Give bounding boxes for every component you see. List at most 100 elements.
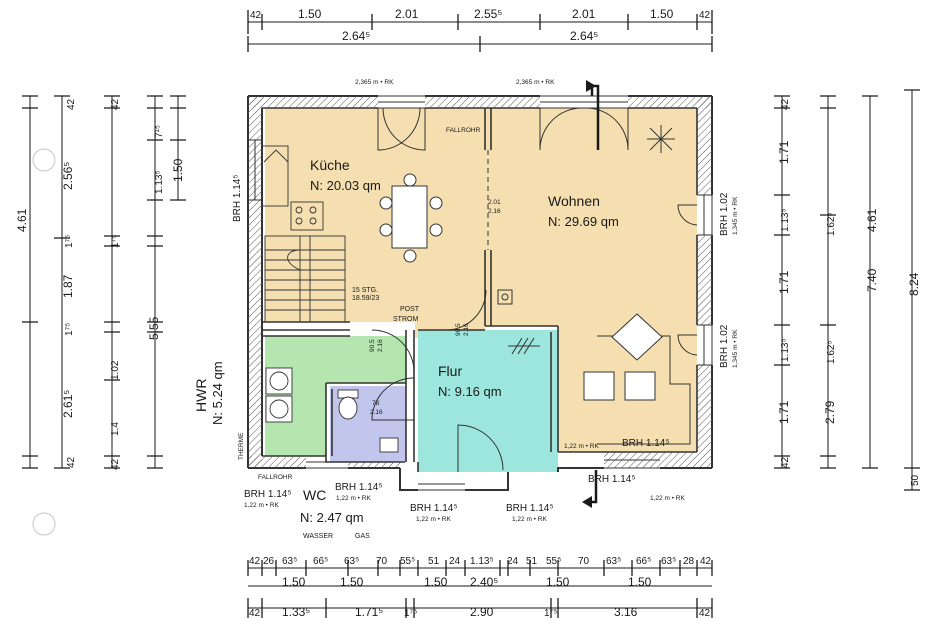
dim-bottom2-6: 1.50 xyxy=(628,575,652,589)
door-kitchen-living-w: 2.01 xyxy=(488,199,501,206)
hwr-fixtures xyxy=(265,367,293,423)
dim-bottom1-3: 63⁵ xyxy=(282,556,297,567)
dim-bottom2-4: 2.40⁵ xyxy=(470,575,498,589)
brh-right-upper: BRH 1.02 xyxy=(719,192,730,236)
brh-left-upper: BRH 1.14⁵ xyxy=(232,175,243,223)
dim-bottom3-3: 1.71⁵ xyxy=(355,605,383,619)
rk-flur-right: 1,22 m • RK xyxy=(512,516,547,523)
dim-left-inner-2: 7¹⁵ xyxy=(154,125,165,138)
brh-bottom-right: BRH 1.14⁵ xyxy=(588,474,636,485)
dim-right-mid-2: 1.62⁵ xyxy=(826,340,837,364)
label-stairs-ratio: 18.59/23 xyxy=(352,295,379,302)
dim-left-mid-5: 1⁷⁵ xyxy=(64,323,75,336)
door-kitchen-hall-h: 2.16 xyxy=(377,339,384,352)
flur-marks xyxy=(508,337,540,355)
dim-left-window: 1.50 xyxy=(171,158,185,182)
dim-bottom3-2: 1.33⁵ xyxy=(282,605,310,619)
dim-left-mid-3: 1⁷⁵ xyxy=(64,235,75,248)
windows xyxy=(248,95,713,491)
dim-top-1: 42 xyxy=(250,10,262,21)
dim-left-mid-7: 42 xyxy=(66,456,77,468)
dim-bottom1-17: 63⁵ xyxy=(661,556,676,567)
dim-bottom1-2: 26 xyxy=(263,556,275,567)
dim-left-outer-2: 5.55 xyxy=(147,316,161,340)
dim-top-6: 1.50 xyxy=(650,7,674,21)
dim-left-inner-1: 42 xyxy=(110,98,121,110)
door-wc-h: 2.16 xyxy=(370,409,383,416)
wc-fixtures xyxy=(337,389,399,453)
rk-flur-left: 1,22 m • RK xyxy=(416,516,451,523)
dim-bottom1-12: 51 xyxy=(526,556,538,567)
rk-right-upper: 1,345 m • RK xyxy=(732,196,739,235)
dim-bottom3-8: 42 xyxy=(699,608,711,619)
dim-bottom1-5: 63⁵ xyxy=(344,556,359,567)
dimension-ticks xyxy=(22,10,920,618)
brh-wc: BRH 1.14⁵ xyxy=(335,482,383,493)
dim-bottom1-13: 55⁵ xyxy=(546,556,561,567)
dimension-lines xyxy=(29,21,913,609)
dim-right-inner-7: 42 xyxy=(780,456,791,468)
brh-right-lower: BRH 1.02 xyxy=(719,324,730,368)
door-hall-stair-w: 90.5 xyxy=(455,323,462,336)
dim-bottom1-15: 63⁵ xyxy=(606,556,621,567)
dim-left-inner-3: 1.13⁵ xyxy=(154,170,165,194)
dim-left-mid-2: 2.56⁵ xyxy=(61,162,75,190)
staircase xyxy=(264,235,346,323)
dim-right-inner-2: 1.71 xyxy=(777,140,791,164)
dim-bottom3-7: 3.16 xyxy=(614,605,638,619)
dim-bottom1-7: 55⁵ xyxy=(400,556,415,567)
dim-bottom2-1: 1.50 xyxy=(282,575,306,589)
dim-right-outer-2: 7.40 xyxy=(865,268,879,292)
dim-bottom1-16: 66⁵ xyxy=(636,556,651,567)
dim-bottom1-18: 28 xyxy=(683,556,695,567)
dim-bottom1-10: 1.13⁵ xyxy=(470,556,494,567)
hwr-fill xyxy=(265,336,406,456)
dim-top-7: 42 xyxy=(699,10,711,21)
dim-bottom3-6: 1⁷⁵ xyxy=(544,608,557,619)
dim-right-outer-1: 4.61 xyxy=(865,208,879,232)
dim-bottom1-8: 51 xyxy=(428,556,440,567)
dim-bottom3-4: 1⁷⁵ xyxy=(404,608,417,619)
dim-bottom2-3: 1.50 xyxy=(424,575,448,589)
dim-left-inner-5: 1.02 xyxy=(110,360,121,380)
door-swings xyxy=(371,107,698,472)
section-arrow-head-top xyxy=(586,80,596,92)
label-fallrohr-top: FALLROHR xyxy=(446,127,481,134)
label-fallrohr-bottom: FALLROHR xyxy=(258,474,293,481)
label-stairs: 15 STG. xyxy=(352,287,378,294)
dim-bottom2-2: 1.50 xyxy=(340,575,364,589)
dim-left-mid-1: 42 xyxy=(66,98,77,110)
dim-left-inner-7: 42 xyxy=(110,458,121,470)
room-name-kueche: Küche xyxy=(310,157,350,173)
dim-bottom3-1: 42 xyxy=(249,608,261,619)
dim-top-3: 2.01 xyxy=(395,7,419,21)
dim-top-9: 2.64⁵ xyxy=(570,29,598,43)
dim-top-2: 1.50 xyxy=(298,7,322,21)
rk-top-left: 2,365 m • RK xyxy=(355,79,394,86)
label-strom: STROM xyxy=(393,316,418,323)
kitchen-counter xyxy=(261,145,324,231)
dim-bottom3-5: 2.90 xyxy=(470,605,494,619)
hall-fill xyxy=(418,330,558,472)
dim-left-inner-6: 1.4 xyxy=(110,422,121,436)
rk-right-lower: 1,345 m • RK xyxy=(732,329,739,368)
dim-left-mid-6: 2.61⁵ xyxy=(61,390,75,418)
room-area-kueche: N: 20.03 qm xyxy=(310,178,381,193)
brh-flur-right: BRH 1.14⁵ xyxy=(506,503,554,514)
brh-hwr: BRH 1.14⁵ xyxy=(244,489,292,500)
dim-right-inner-4: 1.71 xyxy=(777,270,791,294)
dim-right-inner-3: 1.13⁵ xyxy=(780,208,791,232)
label-post: POST xyxy=(400,306,420,313)
kitchen-living-fill xyxy=(265,108,697,452)
room-area-hwr: N: 5.24 qm xyxy=(210,361,225,425)
brh-flur-left: BRH 1.14⁵ xyxy=(410,503,458,514)
dim-bottom1-1: 42 xyxy=(249,556,261,567)
dim-right-outer-4: 50 xyxy=(910,474,921,486)
dim-right-inner-5: 1.13⁵ xyxy=(780,338,791,362)
dining-table xyxy=(379,173,443,263)
brh-living: BRH 1.14⁵ xyxy=(622,438,670,449)
living-furniture xyxy=(497,125,691,445)
rk-bottom-right: 1,22 m • RK xyxy=(650,495,685,502)
door-wc-w: 78 xyxy=(372,400,380,407)
room-area-flur: N: 9.16 qm xyxy=(438,384,502,399)
